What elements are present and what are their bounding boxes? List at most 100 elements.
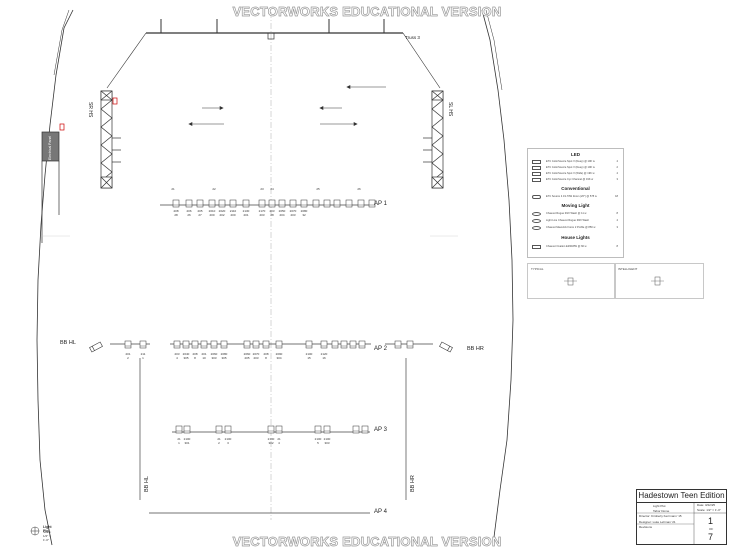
- lighting-fixture: [361, 425, 369, 434]
- fixture-label: 27: [198, 213, 202, 217]
- fixture-label: 211: [141, 352, 146, 356]
- fixture-label: 16: [322, 356, 326, 360]
- legend-led-header: LED: [571, 152, 580, 157]
- fixture-label: 2070: [290, 209, 297, 213]
- fixture-label: 2060: [244, 352, 251, 356]
- fixture-label: 208: [173, 209, 178, 213]
- sl-tower: [423, 90, 444, 189]
- lighting-fixture: [139, 340, 147, 349]
- fixture-label: 2100: [268, 437, 275, 441]
- fixture-label: 1: [178, 441, 180, 445]
- lighting-fixture: [275, 340, 283, 349]
- lighting-fixture: [196, 199, 204, 208]
- legend-house-header: House Lights: [561, 235, 590, 240]
- lighting-fixture: [331, 340, 339, 349]
- box-boom-right-label: BB HR: [467, 346, 484, 352]
- sheet-number: 1: [708, 516, 714, 526]
- truss-3: [106, 19, 441, 89]
- typical-key-diagram: [564, 277, 577, 286]
- electrical-panel-label: Electrical Panel: [48, 135, 52, 160]
- intelligent-key-box: INTELLIGENT: [614, 263, 704, 299]
- lighting-fixture: [224, 425, 232, 434]
- revisions-label: Revisions: [639, 525, 653, 529]
- fixture-label: 205: [244, 356, 249, 360]
- pipe-label-ap1: AP 1: [374, 201, 387, 207]
- venue-outline: [36, 9, 514, 546]
- fixture-label: 21: [177, 437, 181, 441]
- fixture-label: 15: [307, 356, 311, 360]
- instrument-legend: LED ETC ColorSource Spot V (Deep) @ 19K …: [527, 148, 624, 258]
- lighting-fixture: [305, 340, 313, 349]
- fixture-label: 4: [176, 356, 178, 360]
- fixture-label: 2010: [209, 209, 216, 213]
- intelligent-key-label: INTELLIGENT: [618, 267, 638, 271]
- lighting-fixture: [323, 425, 331, 434]
- fixture-label: 21: [217, 437, 221, 441]
- fixture-label: 206: [186, 209, 191, 213]
- fixture-label: 2120: [321, 352, 328, 356]
- fixture-label: 21: [277, 437, 281, 441]
- fixture-label: 204: [279, 213, 284, 217]
- lighting-fixture: [278, 199, 286, 208]
- fixture-label: 2: [127, 356, 129, 360]
- sl-tower-label: SL HS: [447, 102, 453, 117]
- scale-label: Scale: 1/2" = 1'-0": [697, 508, 721, 512]
- lighting-fixture: [289, 199, 297, 208]
- legend-conventional-header: Conventional: [561, 186, 590, 191]
- fixture-label: 302: [268, 441, 273, 445]
- box-boom-fixtures: [89, 341, 453, 353]
- show-title: Hadestown Teen Edition: [637, 491, 726, 503]
- direction-arrows: [188, 85, 386, 126]
- lighting-fixture: [352, 425, 360, 434]
- fixture-label: 26: [357, 187, 361, 191]
- fixture-label: 4: [278, 441, 280, 445]
- fixture-label: 2080: [221, 352, 228, 356]
- box-boom-right-vertical-label: BB HR: [410, 475, 416, 492]
- fixture-label: 28: [174, 213, 178, 217]
- title-block-grid: [637, 502, 726, 544]
- lighting-fixture: [124, 340, 132, 349]
- fixture-label: 201: [125, 352, 130, 356]
- lighting-fixture: [208, 199, 216, 208]
- designer-credit: Designer: Luke Lehman '21: [639, 520, 676, 524]
- sr-tower-label: SR HS: [87, 102, 93, 118]
- lighting-fixture: [275, 425, 283, 434]
- title-block: Hadestown Teen Edition Light Plot Tabor …: [636, 489, 727, 545]
- fixture-label: 2020: [219, 209, 226, 213]
- fixture-label: 2060: [211, 352, 218, 356]
- box-boom-left-vertical-label: BB HL: [144, 476, 150, 492]
- fixture-label: 10: [202, 356, 206, 360]
- fixture-label: 2040: [183, 352, 190, 356]
- lighting-fixture: [406, 340, 414, 349]
- fixture-label: 2: [218, 441, 220, 445]
- fixture-label: 2100: [306, 352, 313, 356]
- box-boom-left-label: BB HL: [60, 340, 76, 346]
- lighting-fixture: [182, 340, 190, 349]
- lighting-fixture: [368, 199, 376, 208]
- lighting-fixture: [243, 340, 251, 349]
- fixture-label: 208: [263, 352, 268, 356]
- lighting-fixture: [183, 425, 191, 434]
- pipe-label-ap2: AP 2: [374, 346, 387, 352]
- fixture-label: 200: [230, 213, 235, 217]
- fixture-label: 2100: [225, 437, 232, 441]
- lighting-fixture: [185, 199, 193, 208]
- inset-scale: Scale: 1/2" = 1'-0": [43, 530, 52, 542]
- fixture-label: 32: [302, 213, 306, 217]
- lighting-fixture: [394, 340, 402, 349]
- venue-name: Tabor Dome: [653, 509, 670, 513]
- ap2-fixtures: 2012211120342040305208820110206030320803…: [124, 340, 414, 360]
- lighting-fixture: [333, 199, 341, 208]
- fixture-label: 201: [201, 352, 206, 356]
- intelligent-key-diagram: [651, 276, 664, 286]
- truss-label: Truss 3: [405, 35, 420, 40]
- fixture-label: 2170: [259, 209, 266, 213]
- lighting-fixture: [218, 199, 226, 208]
- fixture-label: 5: [317, 441, 319, 445]
- inset-title: Light Plot: [43, 525, 52, 533]
- fixture-label: 304: [276, 356, 281, 360]
- fixture-label: 3: [227, 441, 229, 445]
- pipe-label-ap3: AP 3: [374, 427, 387, 433]
